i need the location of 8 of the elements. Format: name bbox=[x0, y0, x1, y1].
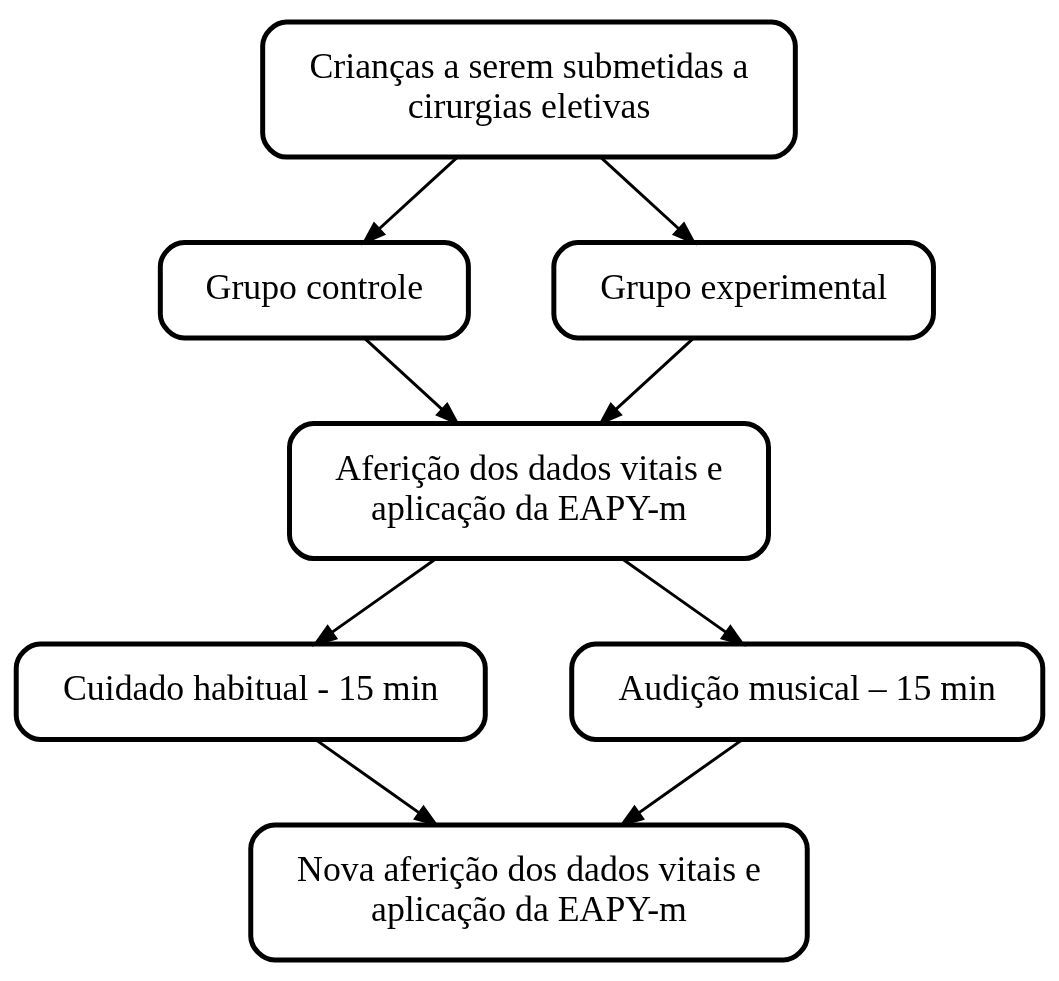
node-box: Grupo experimental bbox=[551, 239, 936, 340]
node-box: Grupo controle bbox=[157, 239, 471, 340]
node-box: Crianças a serem submetidas a cirurgias eletivas bbox=[260, 18, 798, 160]
node-box: Audição musical – 15 min bbox=[569, 641, 1046, 742]
node-box: Aferição dos dados vitais e aplicação da EAPY-m bbox=[287, 420, 771, 561]
arrow bbox=[600, 156, 698, 246]
node-box: Nova aferição dos dados vitais e aplicação da EAPY-m bbox=[248, 821, 810, 963]
node-box: Cuidado habitual - 15 min bbox=[13, 641, 488, 742]
